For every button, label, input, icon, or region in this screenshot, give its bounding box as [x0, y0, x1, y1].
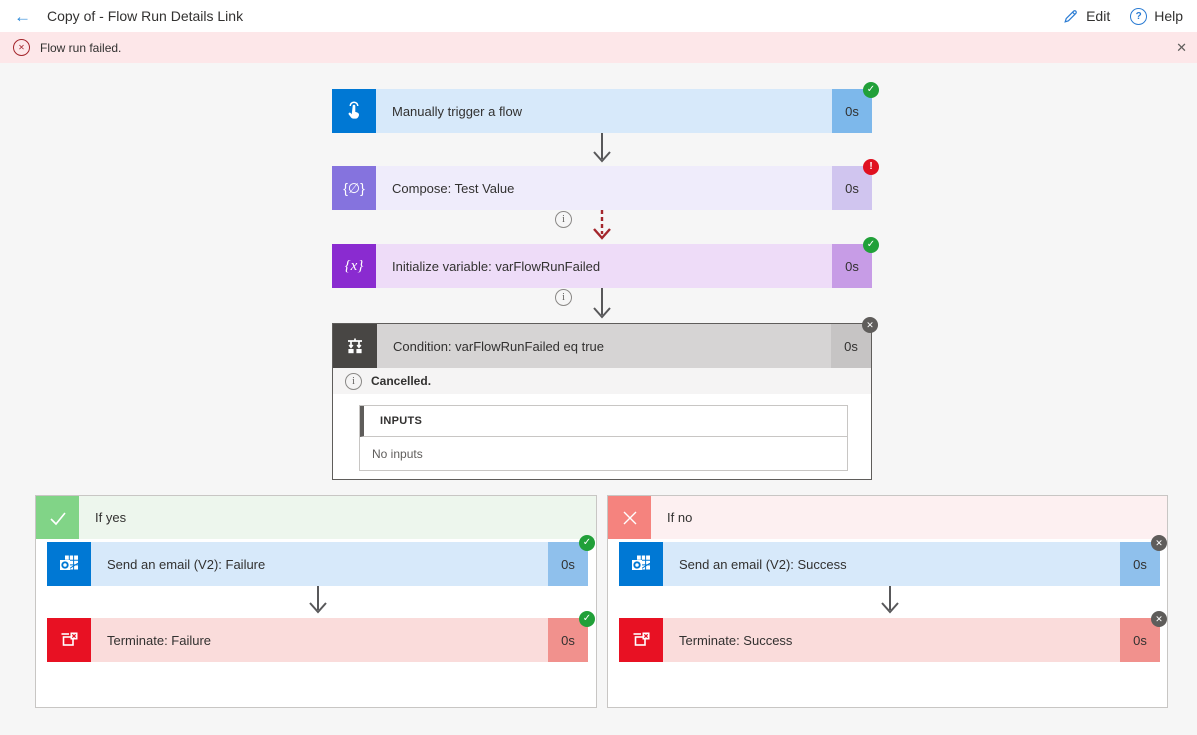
action-card-send-email-success[interactable]: Send an email (V2): Success 0s ✕ — [619, 535, 1167, 586]
action-title: Terminate: Success — [663, 618, 1120, 662]
action-title: Terminate: Failure — [91, 618, 548, 662]
condition-header[interactable]: Condition: varFlowRunFailed eq true 0s ✕ — [333, 317, 878, 368]
branch-if-no: If no Send an email (V2): Success 0s ✕ — [607, 495, 1168, 708]
inputs-value: No inputs — [372, 446, 423, 461]
action-card-compose[interactable]: {∅} Compose: Test Value 0s ! — [332, 159, 879, 210]
terminate-icon — [47, 618, 91, 662]
connector-arrow — [881, 586, 899, 614]
flow-canvas: Manually trigger a flow 0s ✓ {∅} Compose… — [0, 63, 1197, 735]
if-no-header[interactable]: If no — [608, 496, 1167, 539]
status-succeeded-icon: ✓ — [863, 237, 879, 253]
action-title: Send an email (V2): Success — [663, 542, 1120, 586]
banner-close-icon[interactable]: ✕ — [1176, 40, 1187, 55]
condition-icon — [333, 324, 377, 368]
action-title: Compose: Test Value — [376, 166, 832, 210]
action-title: Send an email (V2): Failure — [91, 542, 548, 586]
manual-trigger-icon — [332, 89, 376, 133]
edit-button[interactable]: Edit — [1063, 8, 1110, 24]
condition-status-text: Cancelled. — [371, 374, 432, 388]
connector-arrow — [593, 133, 611, 163]
status-cancelled-icon: ✕ — [862, 317, 878, 333]
status-cancelled-icon: ✕ — [1151, 535, 1167, 551]
action-card-manually-trigger[interactable]: Manually trigger a flow 0s ✓ — [332, 82, 879, 133]
page-title: Copy of - Flow Run Details Link — [47, 8, 244, 24]
status-succeeded-icon: ✓ — [579, 611, 595, 627]
action-title: Manually trigger a flow — [376, 89, 832, 133]
back-arrow-icon[interactable]: ← — [14, 6, 31, 26]
check-icon — [36, 496, 79, 539]
variable-icon: {x} — [332, 244, 376, 288]
status-failed-icon: ! — [863, 159, 879, 175]
info-icon: i — [345, 372, 362, 390]
condition-card[interactable]: Condition: varFlowRunFailed eq true 0s ✕… — [332, 317, 878, 480]
top-bar-actions: Edit ? Help — [1063, 0, 1183, 32]
connector-arrow-failed — [593, 210, 611, 240]
action-card-terminate-success[interactable]: Terminate: Success 0s ✕ — [619, 611, 1167, 662]
error-banner: ✕ Flow run failed. ✕ — [0, 32, 1197, 63]
inputs-label: INPUTS — [360, 406, 847, 437]
help-button[interactable]: ? Help — [1130, 7, 1183, 25]
action-title: Condition: varFlowRunFailed eq true — [377, 324, 831, 368]
status-cancelled-icon: ✕ — [1151, 611, 1167, 627]
top-bar: ← Copy of - Flow Run Details Link Edit ?… — [0, 0, 1197, 32]
outlook-icon — [619, 542, 663, 586]
cross-icon — [608, 496, 651, 539]
info-icon[interactable]: i — [555, 211, 572, 228]
branch-label: If yes — [95, 510, 127, 525]
error-circle-icon: ✕ — [13, 39, 30, 56]
action-card-send-email-failure[interactable]: Send an email (V2): Failure 0s ✓ — [47, 535, 595, 586]
info-icon[interactable]: i — [555, 289, 572, 306]
help-label: Help — [1154, 8, 1183, 24]
if-yes-header[interactable]: If yes — [36, 496, 596, 539]
action-title: Initialize variable: varFlowRunFailed — [376, 244, 832, 288]
help-icon: ? — [1130, 7, 1148, 25]
status-succeeded-icon: ✓ — [579, 535, 595, 551]
status-succeeded-icon: ✓ — [863, 82, 879, 98]
error-message: Flow run failed. — [40, 40, 122, 55]
edit-label: Edit — [1086, 8, 1111, 24]
edit-pencil-icon — [1063, 8, 1079, 24]
branch-if-yes: If yes Send an email (V2): Failure 0s ✓ — [35, 495, 597, 708]
connector-arrow — [309, 586, 327, 614]
action-card-initialize-variable[interactable]: {x} Initialize variable: varFlowRunFaile… — [332, 237, 879, 288]
inputs-panel: INPUTS No inputs — [359, 405, 848, 471]
action-card-terminate-failure[interactable]: Terminate: Failure 0s ✓ — [47, 611, 595, 662]
terminate-icon — [619, 618, 663, 662]
outlook-icon — [47, 542, 91, 586]
condition-status-row: i Cancelled. — [333, 368, 871, 394]
compose-icon: {∅} — [332, 166, 376, 210]
branch-label: If no — [667, 510, 693, 525]
connector-arrow — [593, 288, 611, 319]
